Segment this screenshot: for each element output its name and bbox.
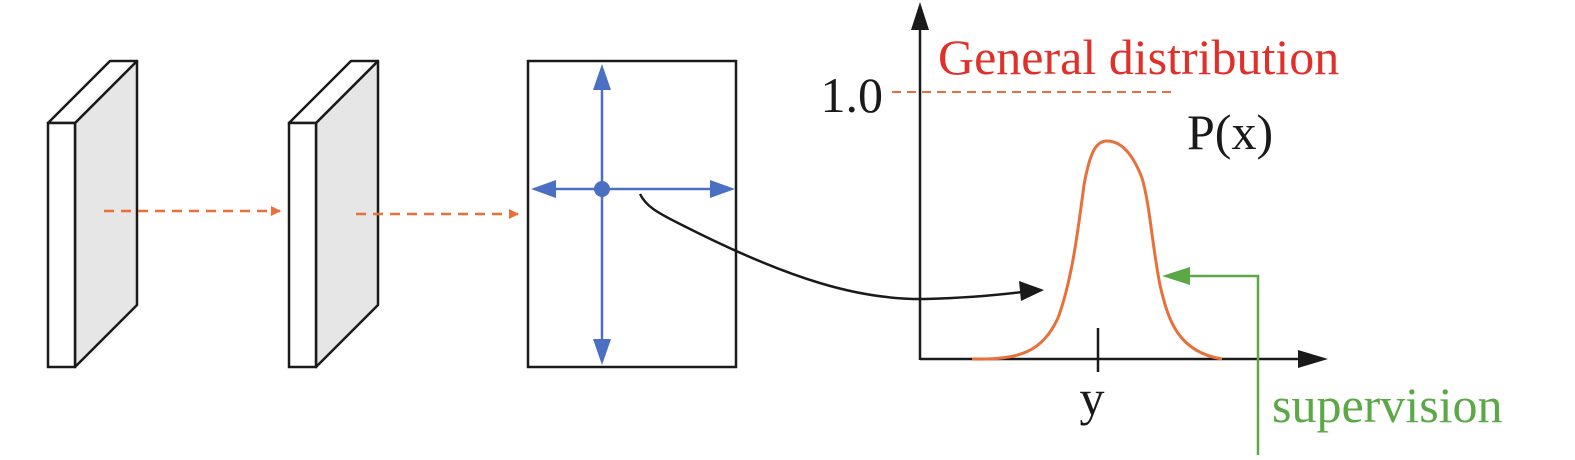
bbox-frame — [526, 59, 738, 369]
mapping-arrow — [638, 193, 1023, 301]
bbox-center-point — [594, 181, 610, 197]
bounding-box — [526, 59, 738, 369]
bbox-arrow-right-icon — [710, 180, 735, 198]
bbox-arrow-down-icon — [593, 339, 611, 365]
mapping-arrowhead-icon — [1019, 281, 1044, 301]
feature-map-1-front — [46, 121, 77, 369]
function-label: P(x) — [1187, 104, 1273, 160]
feature-map-1 — [46, 59, 139, 369]
supervision-line — [1188, 274, 1260, 455]
y-axis-arrowhead-icon — [911, 2, 929, 30]
bbox-arrow-left-icon — [531, 180, 556, 198]
x-axis-arrowhead-icon — [1298, 350, 1328, 368]
target-label: y — [1080, 370, 1105, 426]
feature-map-2-front — [287, 121, 318, 369]
bbox-arrow-up-icon — [593, 64, 611, 90]
diagram-title: General distribution — [938, 29, 1339, 85]
supervision-label: supervision — [1272, 377, 1503, 433]
supervision-arrowhead-icon — [1162, 267, 1190, 285]
feature-map-2 — [287, 59, 380, 369]
supervision-arrow — [1162, 267, 1260, 455]
distribution-curve — [971, 139, 1223, 361]
y-tick-label: 1.0 — [821, 67, 884, 123]
